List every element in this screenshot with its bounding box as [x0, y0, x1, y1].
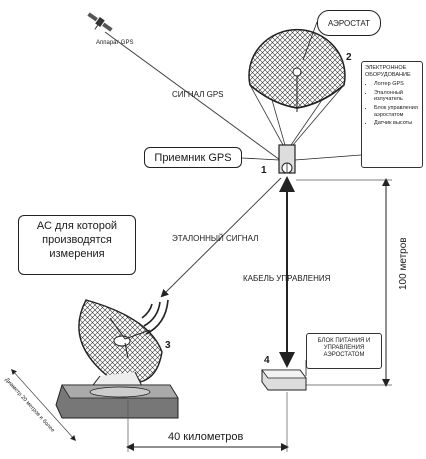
number-2: 2: [346, 52, 352, 63]
measured-station-box: АС для которой производятся измерения: [18, 215, 136, 275]
power-unit-line-3: АЭРОСТАТОМ: [323, 352, 365, 359]
number-4: 4: [264, 355, 270, 366]
electronics-item: Эталонный излучатель: [374, 90, 419, 103]
gps-receiver-label: Приемник GPS: [144, 147, 242, 168]
antenna-base: [55, 384, 179, 419]
reference-signal-line: [160, 177, 282, 298]
power-unit-box: БЛОК ПИТАНИЯ И УПРАВЛЕНИЯ АЭРОСТАТОМ: [306, 333, 382, 369]
height-label: 100 метров: [398, 237, 409, 290]
electronics-title-2: ОБОРУДОВАНИЕ: [365, 71, 411, 78]
gps-apparatus-label: Аппарат GPS: [96, 40, 134, 46]
power-unit-line-1: БЛОК ПИТАНИЯ И: [317, 338, 371, 344]
distance-label: 40 километров: [168, 431, 244, 443]
measured-station-line-1: АС для которой: [36, 220, 118, 232]
electronics-title-1: ЭЛЕКТРОННОЕ: [365, 65, 407, 71]
receiver-callout-line: [241, 157, 280, 161]
gps-signal-line: [104, 31, 281, 161]
power-unit-line-2: УПРАВЛЕНИЯ: [323, 345, 365, 352]
gps-signal-label: СИГНАЛ GPS: [172, 90, 224, 99]
electronics-item: Датчик высоты: [374, 120, 419, 127]
power-control-unit: [261, 369, 307, 391]
control-cable-label: КАБЕЛЬ УПРАВЛЕНИЯ: [243, 274, 331, 283]
aerostat-label: АЭРОСТАТ: [317, 10, 381, 36]
number-1: 1: [261, 165, 267, 176]
aerostat-balloon: [248, 28, 346, 146]
electronics-callout-line: [294, 154, 362, 161]
satellite-icon: [87, 12, 113, 32]
number-3: 3: [165, 340, 171, 351]
aerostat-tag-line: [302, 21, 318, 61]
signal-waves-icon: [141, 299, 169, 335]
measured-station-line-3: измерения: [49, 247, 105, 260]
measured-station-line-2: производятся: [42, 233, 112, 246]
diameter-dimension-line: [11, 368, 76, 442]
electronics-box: ЭЛЕКТРОННОЕ ОБОРУДОВАНИЕ Логгер GPS Этал…: [361, 61, 423, 168]
electronics-item: Логгер GPS: [374, 81, 419, 88]
gps-receiver-device: [278, 144, 296, 174]
reference-signal-label: ЭТАЛОННЫЙ СИГНАЛ: [172, 234, 259, 243]
electronics-item: Блок управления аэростатом: [374, 105, 419, 118]
